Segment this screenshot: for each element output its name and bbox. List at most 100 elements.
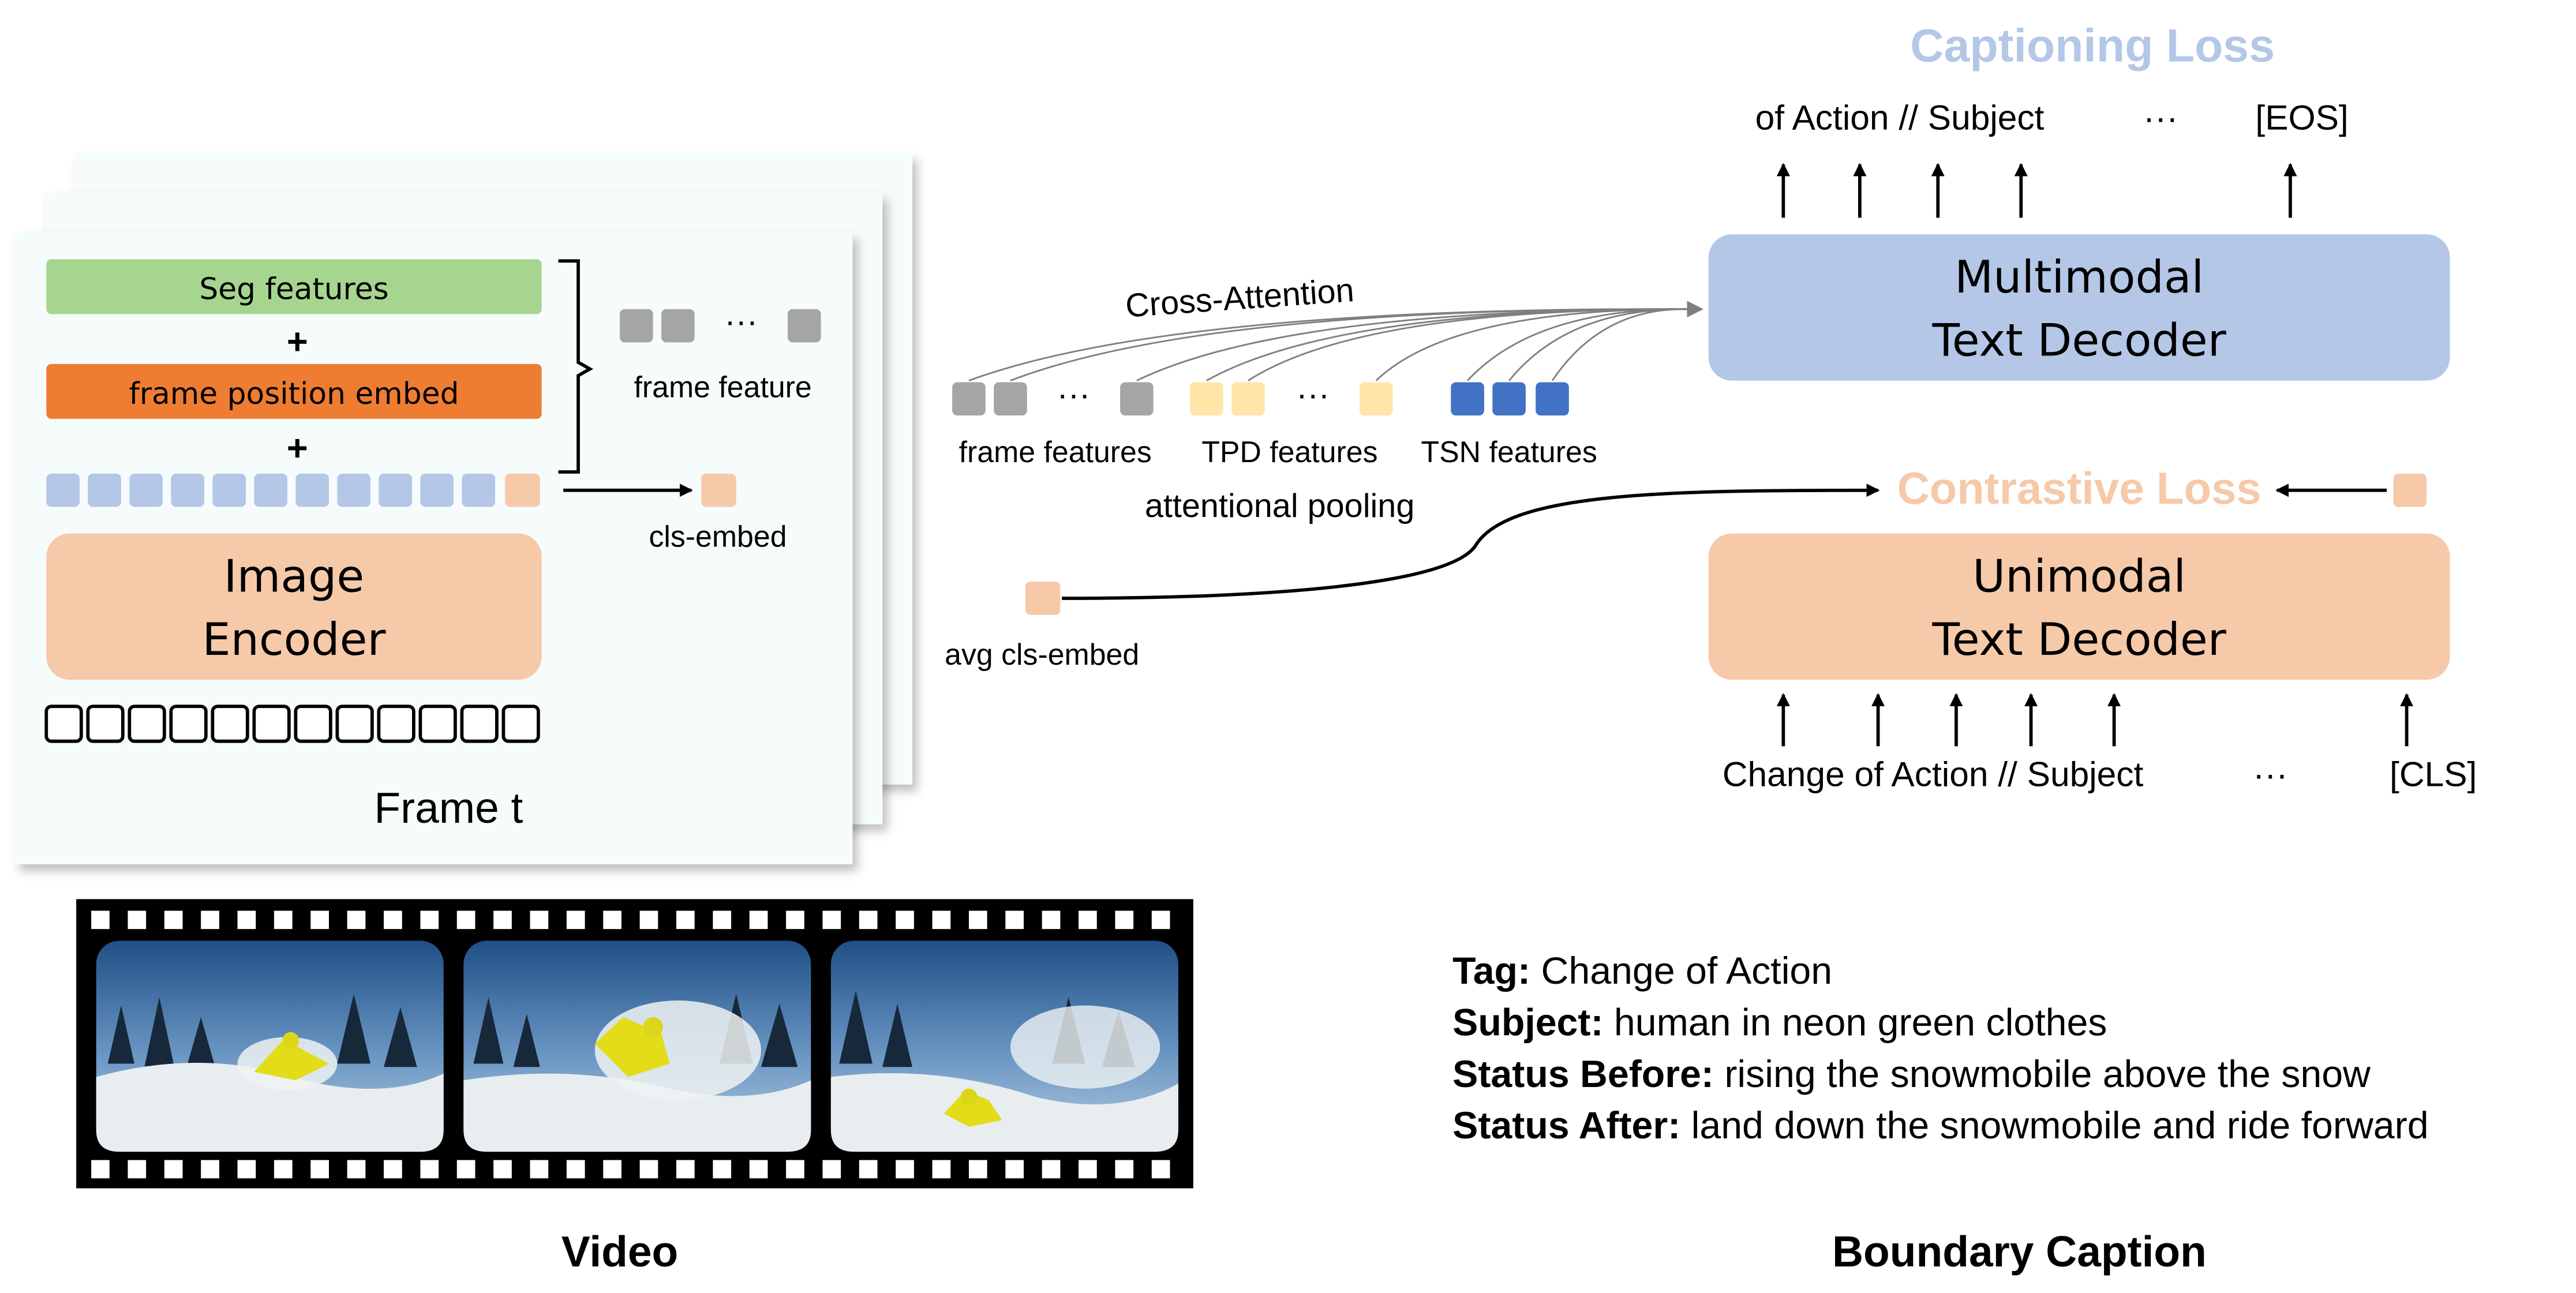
patch-token [88, 473, 121, 507]
svg-text:Subject: human in neon: Subject: human in neon green clothes [1452, 1002, 2107, 1044]
tpd-feature-token [1190, 382, 1223, 416]
tpd-feature-token [1231, 382, 1265, 416]
frame-features-label: frame features [959, 435, 1152, 469]
input-patch [169, 704, 208, 743]
input-patch [418, 704, 457, 743]
input-patch [460, 704, 499, 743]
input-patch [86, 704, 125, 743]
image-encoder-box: Image Encoder [46, 533, 542, 680]
svg-text:Status After: land down: Status After: land down the snowmobile a… [1452, 1104, 2428, 1147]
contrastive-arrow-left [1062, 484, 1880, 600]
patch-token [212, 473, 246, 507]
input-patch [501, 704, 540, 743]
caption-before-value: rising the snowmobile above the snow [1724, 1053, 2371, 1096]
patch-token [254, 473, 287, 507]
tsn-feature-token [1492, 382, 1526, 416]
patch-token [171, 473, 204, 507]
sprocket-holes-top [91, 910, 1170, 930]
tsn-features-label: TSN features [1421, 435, 1597, 469]
input-patch [377, 704, 415, 743]
input-patch [128, 704, 166, 743]
image-encoder-label-2: Encoder [203, 614, 386, 666]
stack-brace [558, 259, 594, 474]
frame-feature-token [994, 382, 1027, 416]
input-tokens-label: Change of Action // Subject [1723, 754, 2144, 793]
input-patch [211, 704, 249, 743]
cross-attention-label: Cross-Attention [1124, 272, 1355, 325]
caption-subject-key: Subject: [1452, 1002, 1614, 1044]
attentional-pooling-label: attentional pooling [1145, 488, 1415, 524]
patch-token [379, 473, 412, 507]
video-frame [830, 940, 1178, 1152]
video-film-strip [76, 899, 1193, 1189]
video-frame [96, 940, 444, 1152]
multimodal-decoder-box: Multimodal Text Decoder [1708, 234, 2450, 381]
plus-sign: + [287, 428, 308, 469]
cross-attention-lines [968, 301, 1704, 381]
frame-position-embed-label: frame position embed [129, 377, 459, 411]
ellipsis: ··· [1057, 376, 1091, 413]
output-arrows [1776, 163, 2297, 218]
tsn-feature-token [1451, 382, 1484, 416]
multimodal-decoder-label-1: Multimodal [1955, 252, 2204, 303]
unimodal-decoder-label-1: Unimodal [1972, 550, 2186, 602]
pooled-feature-tokens: ··· ··· [952, 376, 1569, 416]
video-label: Video [561, 1227, 679, 1276]
tpd-features-label: TPD features [1201, 435, 1377, 469]
patch-token [337, 473, 370, 507]
input-patch [44, 704, 83, 743]
boundary-caption-text: Tag: Change of Action Subject: human in … [1452, 950, 2428, 1147]
sprocket-holes-bottom [91, 1160, 1170, 1179]
cls-token [505, 473, 540, 507]
frame-feature-label: frame feature [634, 370, 812, 403]
avg-cls-embed-token [1025, 582, 1061, 615]
patch-token [46, 473, 80, 507]
input-arrows [1776, 693, 2414, 747]
cls-token-label: [CLS] [2390, 754, 2477, 793]
patch-token [295, 473, 329, 507]
patch-token [462, 473, 496, 507]
cls-embed-token [701, 473, 736, 507]
frame-feature-token [787, 309, 821, 343]
caption-tag-value: Change of Action [1541, 950, 1833, 992]
frame-feature-token [620, 309, 653, 343]
caption-after-value: land down the snowmobile and ride forwar… [1691, 1104, 2429, 1147]
cls-embed-label: cls-embed [649, 520, 787, 553]
tpd-feature-token [1359, 382, 1393, 416]
plus-sign: + [287, 322, 308, 362]
unimodal-decoder-box: Unimodal Text Decoder [1708, 533, 2450, 680]
output-ellipsis: ··· [2143, 98, 2178, 137]
input-ellipsis: ··· [2253, 754, 2287, 793]
boundary-caption-label: Boundary Caption [1832, 1227, 2207, 1276]
input-patch [252, 704, 291, 743]
caption-tag-key: Tag: [1452, 950, 1541, 992]
frame-label: Frame t [374, 784, 523, 832]
input-patch [335, 704, 374, 743]
image-encoder-label-1: Image [224, 550, 365, 602]
text-cls-embed-token [2393, 473, 2427, 507]
frame-feature-token [952, 382, 986, 416]
svg-text:Tag: Change of Action: Tag: Change of Action [1452, 950, 1832, 992]
patch-token [420, 473, 454, 507]
patch-token-row [46, 473, 540, 507]
frame-position-embed-box: frame position embed [46, 363, 542, 419]
ellipsis: ··· [1296, 376, 1330, 413]
caption-subject-value: human in neon green clothes [1614, 1002, 2107, 1044]
eos-token-label: [EOS] [2255, 98, 2348, 137]
seg-features-box: Seg features [46, 259, 542, 314]
input-patch-row [44, 704, 540, 743]
unimodal-decoder-label-2: Text Decoder [1931, 614, 2226, 666]
video-frame [463, 940, 811, 1152]
patch-token [129, 473, 163, 507]
caption-before-key: Status Before: [1452, 1053, 1724, 1096]
multimodal-decoder-label-2: Text Decoder [1931, 314, 2226, 366]
avg-cls-embed-label: avg cls-embed [945, 638, 1139, 671]
contrastive-loss-label: Contrastive Loss [1897, 464, 2262, 514]
seg-features-label: Seg features [199, 272, 388, 306]
frame-feature-token [661, 309, 695, 343]
captioning-loss-label: Captioning Loss [1910, 20, 2275, 72]
caption-after-key: Status After: [1452, 1104, 1691, 1147]
tsn-feature-token [1536, 382, 1569, 416]
svg-text:Status Before: rising t: Status Before: rising the snowmobile abo… [1452, 1053, 2371, 1096]
